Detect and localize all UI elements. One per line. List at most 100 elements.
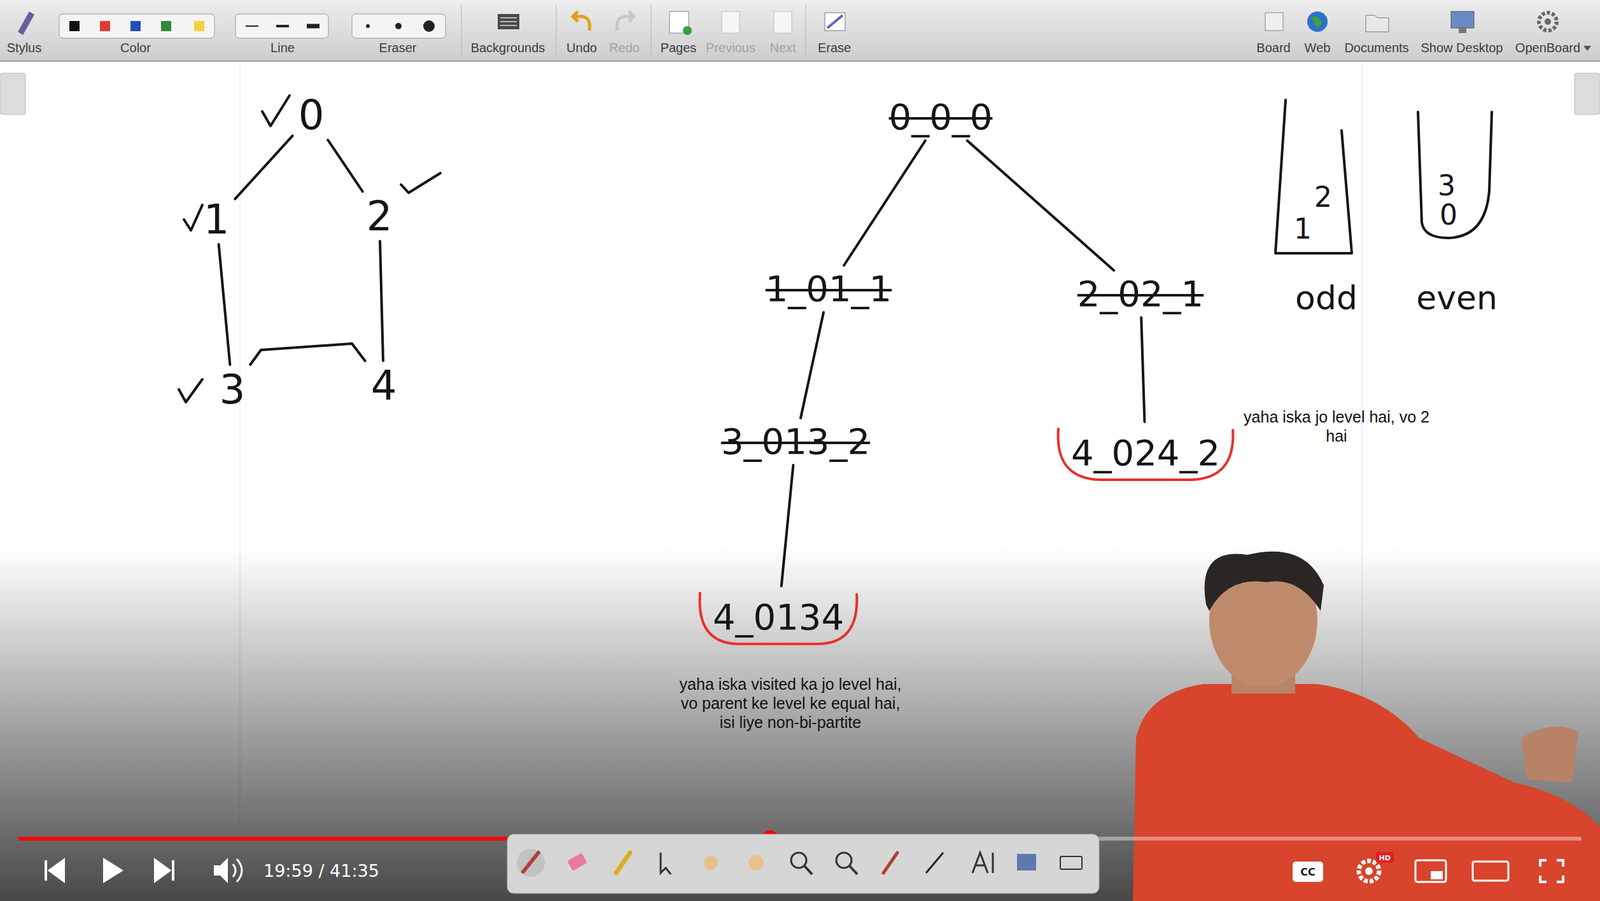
color-swatch [99, 21, 111, 32]
tool-icon [849, 866, 858, 875]
state-node: 0_0_0 [882, 95, 1000, 139]
tool-icon [836, 852, 852, 869]
node-label: 4_024_2 [1071, 435, 1221, 471]
pen-toolbar [507, 834, 1100, 894]
stylus-icon [17, 11, 35, 36]
eraser-size [423, 20, 435, 32]
tool-icon [748, 855, 764, 871]
next-icon [773, 11, 792, 34]
settings-button [1365, 867, 1373, 876]
state-node: 3_013_2 [714, 420, 877, 464]
node-label: 3 [219, 369, 246, 410]
eraser-size [395, 22, 402, 30]
check-mark [262, 95, 290, 127]
circled-state: 4_0134 [696, 588, 861, 647]
toolbar-separator [651, 5, 652, 57]
bucket-label: even [1416, 281, 1498, 315]
node-label: 2 [366, 196, 393, 237]
annotation-note: yaha iska visited ka jo level hai, vo pa… [675, 674, 906, 732]
graph-edge [234, 135, 293, 199]
tool-icon [791, 852, 807, 869]
board-icon [1265, 12, 1284, 31]
captions-label: CC [1300, 866, 1315, 879]
circled-state: 4_024_2 [1054, 423, 1237, 483]
tool-icon [1017, 854, 1037, 871]
side-tab [0, 73, 26, 115]
check-mark [178, 379, 203, 403]
side-tab [1574, 73, 1600, 115]
toolbar-label: Redo [609, 40, 640, 56]
graph-vertex: 3 [215, 366, 250, 413]
toolbar-label: Color [120, 40, 151, 56]
tree-edge [781, 465, 794, 587]
tool-icon [883, 852, 898, 874]
captions-button [1292, 861, 1324, 883]
queue-item: 2 [1314, 183, 1333, 212]
bucket-label: odd [1295, 281, 1358, 315]
line-width [245, 25, 259, 27]
color-swatch [194, 21, 205, 32]
web-icon [1311, 15, 1322, 29]
hd-badge [1375, 852, 1394, 864]
backgrounds-icon [500, 17, 517, 26]
graph-vertex: 0 [294, 92, 329, 139]
erase-icon [824, 12, 846, 31]
fullscreen-button [1540, 860, 1564, 883]
toolbar-separator [805, 5, 807, 57]
eraser-size [365, 24, 370, 29]
toolbar-label: Undo [566, 40, 597, 56]
presenter-hair [1204, 551, 1324, 611]
graph-vertex: 2 [362, 193, 397, 240]
node-label: 4_0134 [712, 599, 844, 636]
toolbar-separator [461, 5, 463, 57]
node-label: 1_01_1 [765, 271, 893, 307]
erase-icon [827, 15, 843, 29]
state-node: 2_02_1 [1071, 272, 1211, 316]
toolbar-label: Documents [1344, 40, 1409, 56]
hd-label: HD [1379, 854, 1391, 863]
video-shade [0, 547, 1600, 901]
queue-bucket: 30even [1406, 95, 1502, 319]
tree-edge [800, 312, 824, 419]
bucket-outline [1417, 112, 1492, 239]
node-label: 4 [371, 365, 398, 407]
presenter-shirt [1132, 684, 1600, 901]
toolbar-label: Backgrounds [470, 40, 546, 56]
timestamp: 19:59 / 41:35 [263, 861, 380, 881]
volume-button [232, 859, 242, 883]
toolbar-label: Web [1304, 40, 1331, 56]
node-label: 3_013_2 [721, 423, 871, 460]
tool-icon [926, 852, 944, 874]
node-label: 0_0_0 [889, 99, 993, 135]
tool-icon [616, 852, 631, 874]
previous-button [45, 860, 64, 881]
next-button [155, 860, 174, 881]
web-icon [1307, 11, 1328, 32]
toolbar-label: Erase [817, 40, 851, 56]
top-toolbar [0, 0, 1600, 62]
tool-icon [804, 866, 813, 875]
undo-icon [572, 11, 590, 31]
queue-item: 1 [1293, 215, 1312, 244]
color-swatch [161, 21, 172, 32]
eraser-picker [351, 14, 446, 39]
tool-icon [516, 849, 545, 878]
graph-edge [218, 244, 231, 365]
graph-vertex: 1 [199, 196, 234, 243]
red-circle [1057, 428, 1233, 480]
graph-vertex: 4 [367, 362, 401, 409]
tool-icon [1060, 856, 1082, 870]
color-swatch [69, 21, 80, 32]
toolbar-label: Next [769, 40, 796, 56]
node-label: 2_02_1 [1077, 276, 1205, 312]
bucket-outline [1275, 99, 1352, 254]
queue-bucket: 21 odd [1266, 95, 1362, 319]
tool-icon [972, 852, 993, 874]
settings-button [1358, 861, 1380, 882]
tool-icon [660, 852, 671, 875]
tree-edge [843, 140, 926, 266]
previous-icon [721, 11, 740, 34]
toolbar-border [0, 60, 1600, 62]
openboard-icon [1538, 12, 1557, 31]
